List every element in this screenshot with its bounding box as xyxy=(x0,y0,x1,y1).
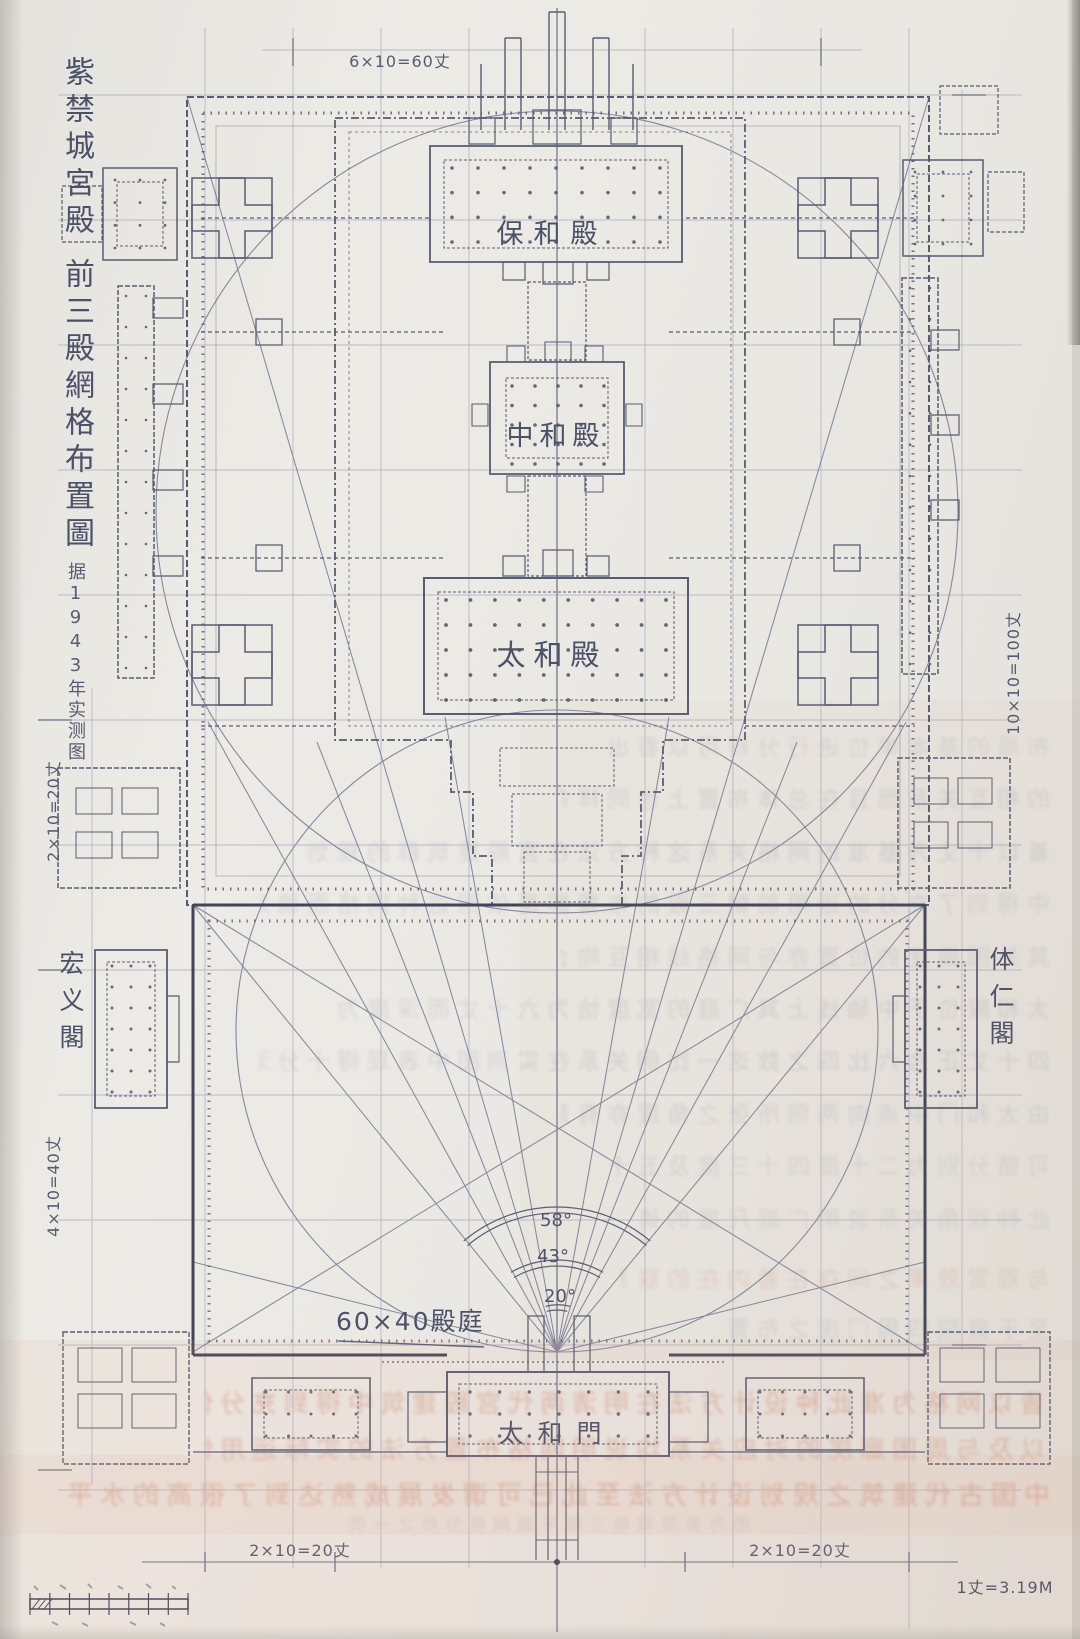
sight-rays xyxy=(187,97,929,1352)
hall-baohedian-plan xyxy=(430,110,682,284)
terrace xyxy=(335,118,745,905)
outer-ranges xyxy=(58,86,1024,888)
gate-towers xyxy=(191,177,879,706)
dimension-ticks xyxy=(38,38,986,1572)
hall-taihedian-plan xyxy=(424,550,688,714)
pavilion-west-plan xyxy=(95,950,179,1108)
hall-zhonghedian-plan xyxy=(472,342,642,492)
angle-arcs xyxy=(338,1207,650,1347)
bottom-outer-buildings xyxy=(63,1332,1050,1464)
north-gate-axis xyxy=(481,12,633,130)
upper-compound xyxy=(153,97,959,905)
scale-bar xyxy=(30,1584,188,1626)
pavilion-east-plan xyxy=(893,950,977,1108)
gate-taihemen-plan xyxy=(193,1316,925,1560)
survey-grid xyxy=(58,28,1022,1630)
lower-court xyxy=(193,905,925,1355)
